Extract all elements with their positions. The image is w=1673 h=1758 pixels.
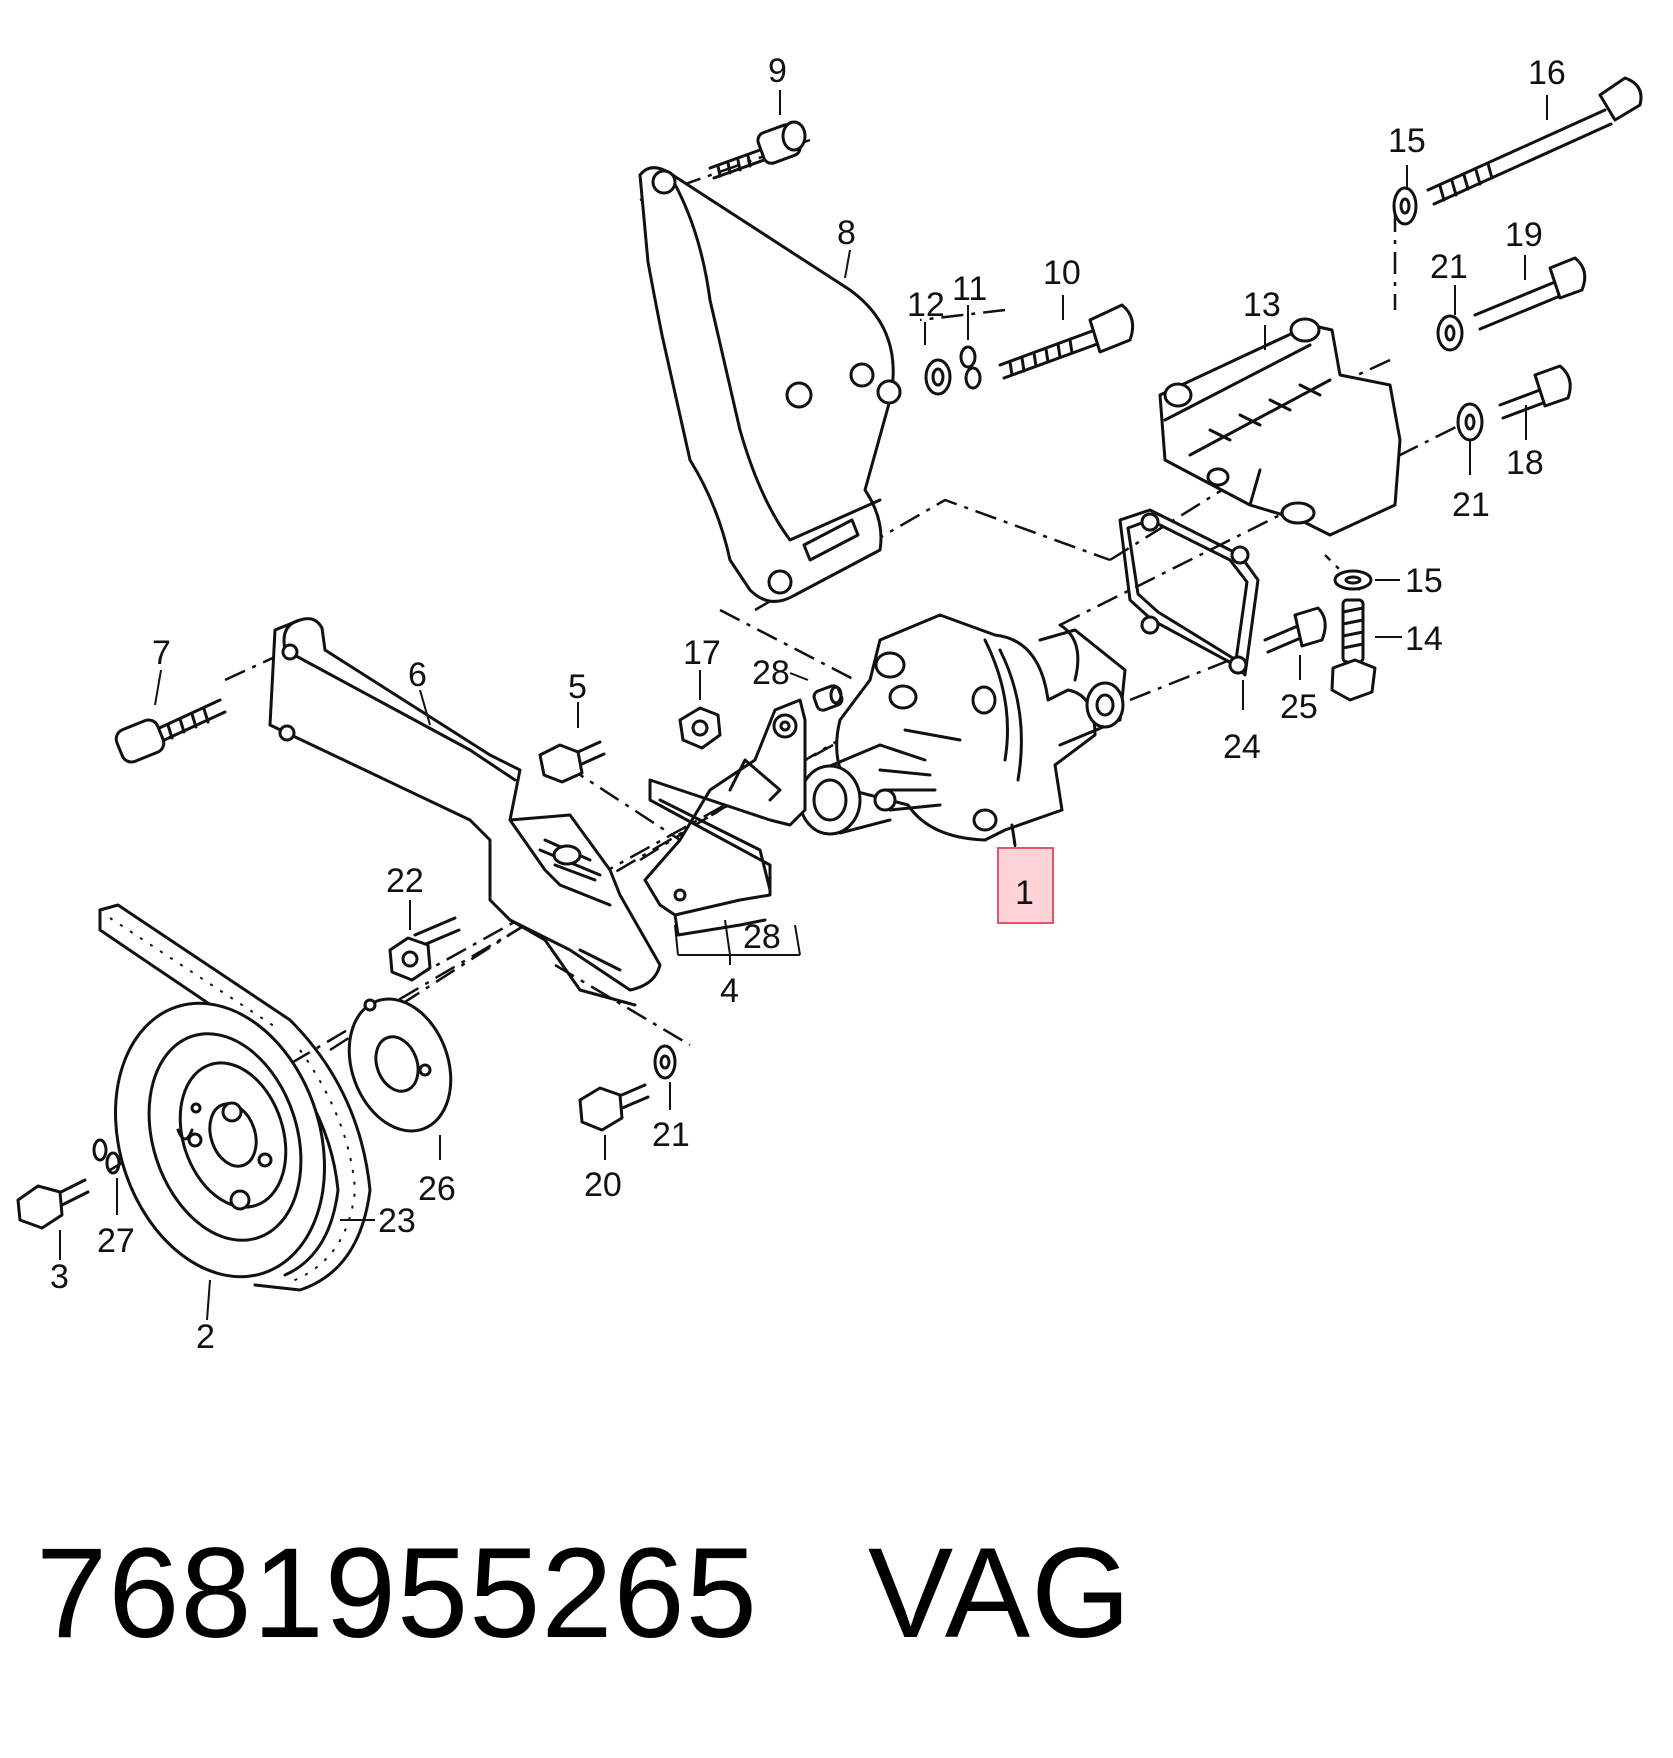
callout-11: 11 (952, 270, 987, 308)
washer-27 (92, 1138, 121, 1175)
callout-3: 3 (50, 1258, 69, 1296)
bolt-3 (16, 1178, 90, 1230)
callout-10: 10 (1043, 254, 1081, 292)
washer-15-right (1333, 569, 1373, 591)
bracket-8 (638, 166, 902, 603)
washer-15-top (1392, 186, 1418, 226)
callout-16: 16 (1528, 54, 1566, 92)
callout-13: 13 (1243, 286, 1281, 324)
bracket-6 (268, 617, 662, 1007)
spring-washer-11 (959, 345, 982, 390)
bolt-16 (1426, 76, 1643, 206)
callout-1: 1 (1015, 874, 1034, 912)
bracket-4-brace (673, 758, 782, 937)
callout-14: 14 (1405, 620, 1443, 658)
washer-21-lower (653, 1044, 677, 1080)
highlight-box-part-1 (997, 847, 1054, 924)
washer-21-right (1456, 402, 1484, 442)
callout-21b: 21 (1452, 486, 1490, 524)
bolt-9 (708, 120, 807, 180)
pulley-2 (114, 1001, 326, 1279)
callout-21a: 21 (1430, 248, 1468, 286)
bracket-13 (1158, 317, 1402, 537)
callout-21c: 21 (652, 1116, 690, 1154)
callout-4: 4 (720, 972, 739, 1010)
part-number: 7681955265 (36, 1522, 758, 1665)
callout-28b: 28 (743, 918, 781, 956)
callout-labels: 1 2 3 4 5 6 7 8 9 10 11 12 13 14 15 15 1… (50, 52, 1566, 1356)
leader-lines (59, 90, 1548, 1321)
bolt-25 (1263, 606, 1327, 654)
callout-9: 9 (768, 52, 787, 90)
gasket-24 (1118, 508, 1260, 677)
bolt-5 (538, 740, 606, 784)
washer-21-upper (1436, 314, 1464, 352)
bolt-10 (998, 303, 1135, 380)
callout-15b: 15 (1405, 562, 1443, 600)
bolt-7 (114, 698, 227, 764)
bolt-22 (388, 916, 461, 982)
brand-name: VAG (867, 1522, 1132, 1665)
callout-19: 19 (1505, 216, 1543, 254)
exploded-parts-diagram: 1 2 3 4 5 6 7 8 9 10 11 12 13 14 15 15 1… (16, 52, 1643, 1356)
callout-25: 25 (1280, 688, 1318, 726)
callout-12: 12 (907, 286, 945, 324)
callout-17: 17 (683, 634, 721, 672)
callout-6: 6 (408, 656, 427, 694)
callout-27: 27 (97, 1222, 135, 1260)
bolt-19 (1473, 256, 1587, 331)
callout-18: 18 (1506, 444, 1544, 482)
footer-caption: 7681955265 VAG (36, 1520, 1132, 1667)
callout-15a: 15 (1388, 122, 1426, 160)
callout-5: 5 (568, 668, 587, 706)
callout-20: 20 (584, 1166, 622, 1204)
nut-17 (678, 706, 722, 750)
callout-8: 8 (837, 214, 856, 252)
bolt-20 (578, 1083, 650, 1132)
callout-7: 7 (152, 634, 171, 672)
callout-28a: 28 (752, 654, 790, 692)
flange-26 (347, 997, 453, 1133)
bracket-4 (643, 698, 807, 917)
callout-26: 26 (418, 1170, 456, 1208)
callout-22: 22 (386, 862, 424, 900)
power-steering-pump (798, 613, 1127, 847)
washer-12 (924, 358, 952, 396)
callout-24: 24 (1223, 728, 1261, 766)
callout-2: 2 (196, 1318, 215, 1356)
sleeve-28 (812, 684, 844, 712)
callout-23: 23 (378, 1202, 416, 1240)
assembly-lines (109, 138, 1471, 1172)
bolt-14 (1330, 598, 1377, 702)
bolt-18 (1498, 364, 1572, 420)
